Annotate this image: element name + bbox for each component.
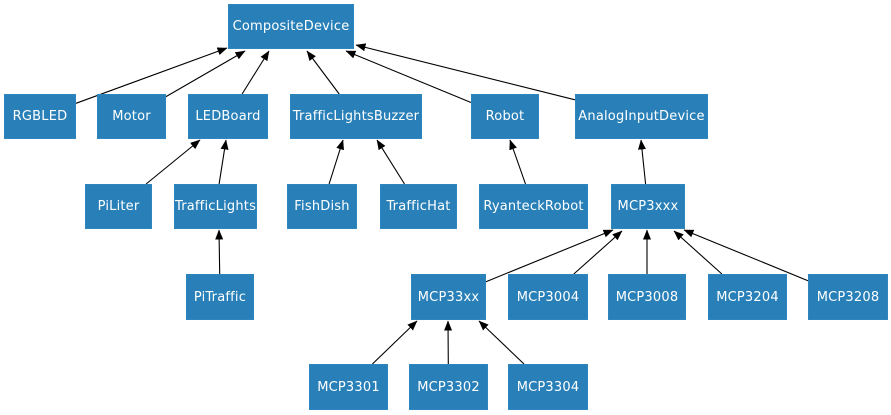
edge-mcp3301-to-mcp33xx bbox=[372, 320, 418, 365]
node-robot: Robot bbox=[471, 94, 539, 139]
node-mcp3302: MCP3302 bbox=[409, 364, 488, 410]
edges-group bbox=[75, 43, 809, 365]
node-trafficlightsbuzzer: TrafficLightsBuzzer bbox=[290, 94, 422, 139]
node-piliter: PiLiter bbox=[85, 184, 152, 229]
edge-mcp3204-to-mcp3xxx bbox=[673, 230, 723, 275]
edge-ryanteckrobot-to-robot bbox=[509, 139, 527, 185]
node-mcp3208: MCP3208 bbox=[808, 274, 888, 320]
edge-mcp3xxx-to-analoginputdevice bbox=[638, 139, 647, 185]
node-ledboard: LEDBoard bbox=[188, 94, 268, 139]
edge-robot-to-compositedevice bbox=[345, 50, 472, 104]
node-motor: Motor bbox=[97, 94, 166, 139]
node-mcp3004: MCP3004 bbox=[508, 274, 588, 320]
node-analoginputdevice: AnalogInputDevice bbox=[575, 94, 708, 139]
edge-trafficlights-to-ledboard bbox=[218, 139, 229, 185]
node-mcp33xx: MCP33xx bbox=[411, 274, 486, 320]
node-trafficlights: TrafficLights bbox=[174, 184, 257, 229]
edge-trafficlightsbuzzer-to-compositedevice bbox=[306, 50, 340, 95]
node-mcp3304: MCP3304 bbox=[508, 364, 588, 410]
edge-motor-to-compositedevice bbox=[165, 50, 246, 98]
edge-fishdish-to-trafficlightsbuzzer bbox=[328, 139, 344, 185]
node-fishdish: FishDish bbox=[287, 184, 357, 229]
edge-ledboard-to-compositedevice bbox=[241, 50, 270, 95]
node-pitraffic: PiTraffic bbox=[186, 274, 254, 320]
node-mcp3301: MCP3301 bbox=[309, 364, 388, 410]
node-rgbled: RGBLED bbox=[4, 94, 76, 139]
edge-mcp3004-to-mcp3xxx bbox=[573, 230, 623, 275]
node-mcp3xxx: MCP3xxx bbox=[611, 184, 685, 229]
node-mcp3008: MCP3008 bbox=[608, 274, 686, 320]
edge-traffichat-to-trafficlightsbuzzer bbox=[376, 139, 405, 185]
node-ryanteckrobot: RyanteckRobot bbox=[479, 184, 588, 229]
node-mcp3204: MCP3204 bbox=[708, 274, 787, 320]
edge-mcp3304-to-mcp33xx bbox=[478, 320, 525, 365]
edge-mcp3208-to-mcp3xxx bbox=[683, 229, 809, 282]
edge-piliter-to-ledboard bbox=[145, 139, 201, 185]
edge-pitraffic-to-trafficlights bbox=[215, 229, 224, 275]
edge-analoginputdevice-to-compositedevice bbox=[355, 43, 576, 101]
edge-mcp33xx-to-mcp3xxx bbox=[485, 229, 614, 283]
node-traffichat: TrafficHat bbox=[380, 184, 457, 229]
node-compositedevice: CompositeDevice bbox=[228, 4, 354, 49]
